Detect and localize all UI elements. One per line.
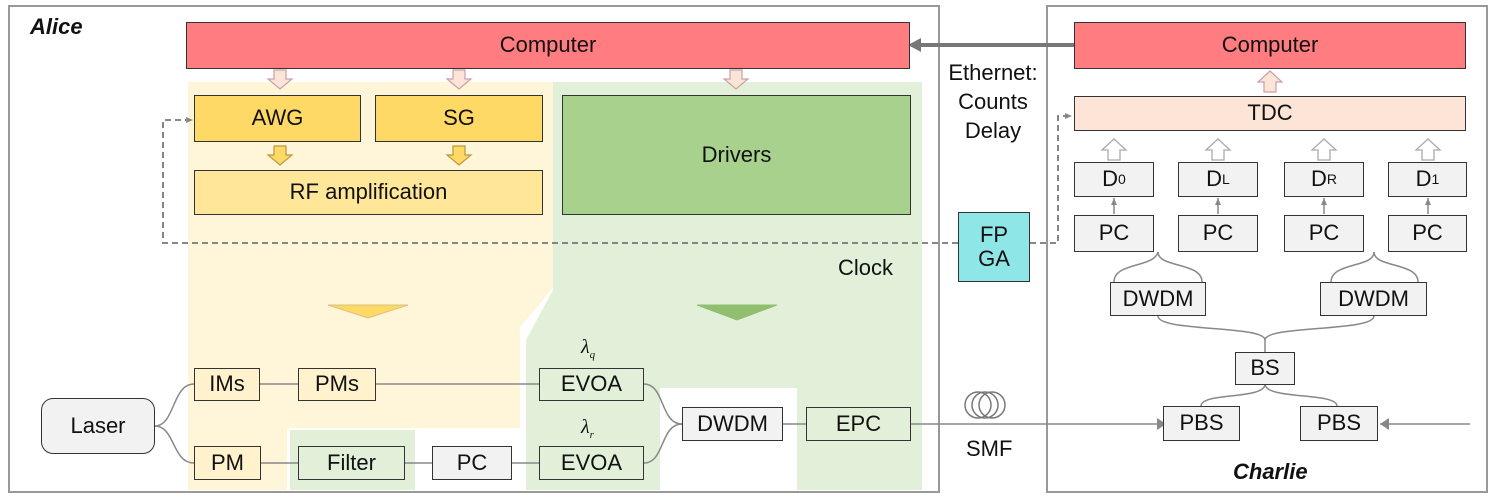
charlie-fibers: [1113, 251, 1470, 425]
dwdm-box-alice: DWDM: [682, 407, 783, 441]
pc-box-charlie-2: PC: [1178, 215, 1258, 252]
sg-box: SG: [375, 95, 543, 142]
charlie-label: Charlie: [1233, 459, 1308, 484]
alice-label: Alice: [30, 14, 83, 39]
drivers-box: Drivers: [562, 95, 911, 215]
dwdm-box-charlie-right: DWDM: [1320, 282, 1427, 316]
awg-box: AWG: [194, 95, 361, 142]
ethernet-arrowhead: [908, 38, 921, 52]
computer-output-arrows: [266, 69, 750, 90]
pc-box-charlie-4: PC: [1388, 215, 1467, 252]
charlie-frame: [1046, 5, 1488, 493]
alice-frame: [8, 5, 940, 493]
lambda-q-label: λq: [581, 336, 596, 361]
laser-box: Laser: [41, 398, 155, 454]
filter-box: Filter: [298, 446, 405, 480]
alice-fiber-arrowhead: [1157, 418, 1166, 430]
charlie-computer: Computer: [1074, 22, 1466, 69]
rf-amplification-box: RF amplification: [194, 170, 543, 215]
epc-box: EPC: [806, 407, 911, 441]
clock-label: Clock: [838, 255, 894, 280]
smf-coil-icon: [964, 391, 1006, 419]
pbs-box-left: PBS: [1163, 406, 1240, 441]
pc-to-detector-arrows: [1111, 198, 1431, 214]
modulation-region: [188, 82, 553, 490]
pc-box-charlie-1: PC: [1074, 215, 1154, 252]
fpga-tdc-dashed-line: [1030, 113, 1072, 244]
yellow-down-arrow: [327, 304, 409, 319]
green-down-arrow: [696, 304, 778, 321]
pbs-box-right: PBS: [1300, 406, 1378, 441]
evoa-q-box: EVOA: [539, 368, 644, 401]
pms-box: PMs: [298, 368, 376, 401]
pc-box-alice: PC: [432, 446, 512, 480]
charlie-input-arrowhead: [1380, 418, 1389, 430]
smf-label: SMF: [966, 436, 1013, 461]
rf-input-arrows: [266, 145, 473, 166]
pm-box: PM: [194, 446, 261, 480]
detector-to-tdc-arrows: [1100, 138, 1442, 161]
alice-computer: Computer: [186, 22, 910, 69]
alice-fibers: [154, 383, 1163, 464]
lambda-r-label: λr: [581, 416, 594, 441]
tdc-to-computer-arrow: [1256, 70, 1284, 93]
evoa-r-box: EVOA: [539, 446, 644, 480]
bs-box: BS: [1235, 352, 1295, 385]
ethernet-label: Ethernet: Counts Delay: [948, 60, 1038, 143]
tdc-box: TDC: [1074, 96, 1466, 131]
clock-dashed-line: [162, 117, 958, 244]
dwdm-box-charlie-left: DWDM: [1110, 282, 1206, 316]
ims-box: IMs: [194, 368, 260, 401]
pc-box-charlie-3: PC: [1284, 215, 1364, 252]
fpga-box: FP GA: [958, 212, 1030, 282]
